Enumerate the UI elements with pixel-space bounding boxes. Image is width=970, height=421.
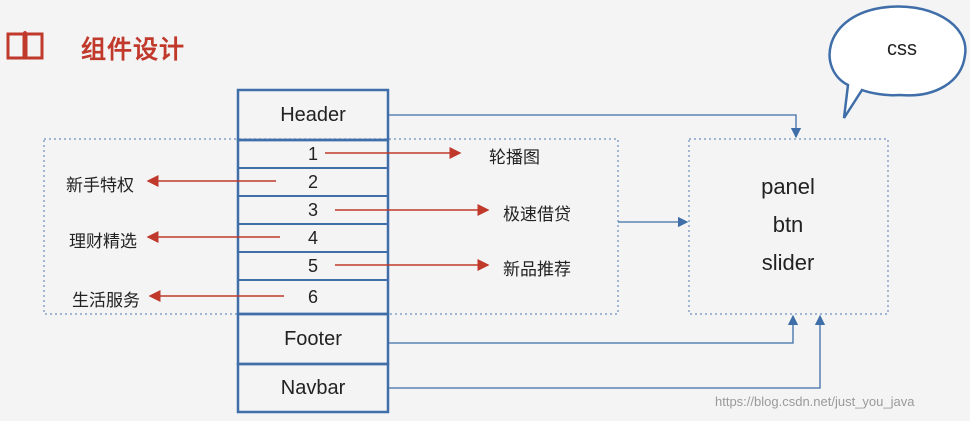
carousel-label: 轮播图 — [489, 148, 540, 167]
book-icon — [6, 31, 44, 60]
row-number: 6 — [307, 287, 319, 307]
row-number: 2 — [307, 172, 319, 192]
watermark-text: https://blog.csdn.net/just_you_java — [715, 394, 915, 409]
new-products-label: 新品推荐 — [503, 260, 571, 279]
finance-picks-label: 理财精选 — [69, 232, 137, 251]
component-panel: panel — [761, 174, 815, 199]
header-label: Header — [280, 104, 346, 126]
page-title: 组件设计 — [81, 35, 186, 64]
component-btn: btn — [772, 212, 804, 237]
fast-loan-label: 极速借贷 — [503, 205, 571, 224]
css-speech-bubble — [828, 5, 967, 119]
components-box-dotted — [688, 138, 889, 315]
row-number: 1 — [307, 144, 319, 164]
newbie-privilege-label: 新手特权 — [66, 176, 134, 195]
row-number: 3 — [307, 200, 319, 220]
footer-label: Footer — [284, 328, 342, 350]
row-number: 4 — [307, 228, 319, 248]
row-number: 5 — [307, 256, 319, 276]
component-slider: slider — [761, 250, 815, 275]
navbar-label: Navbar — [280, 377, 346, 399]
css-label: css — [887, 38, 917, 60]
life-services-label: 生活服务 — [72, 291, 140, 310]
